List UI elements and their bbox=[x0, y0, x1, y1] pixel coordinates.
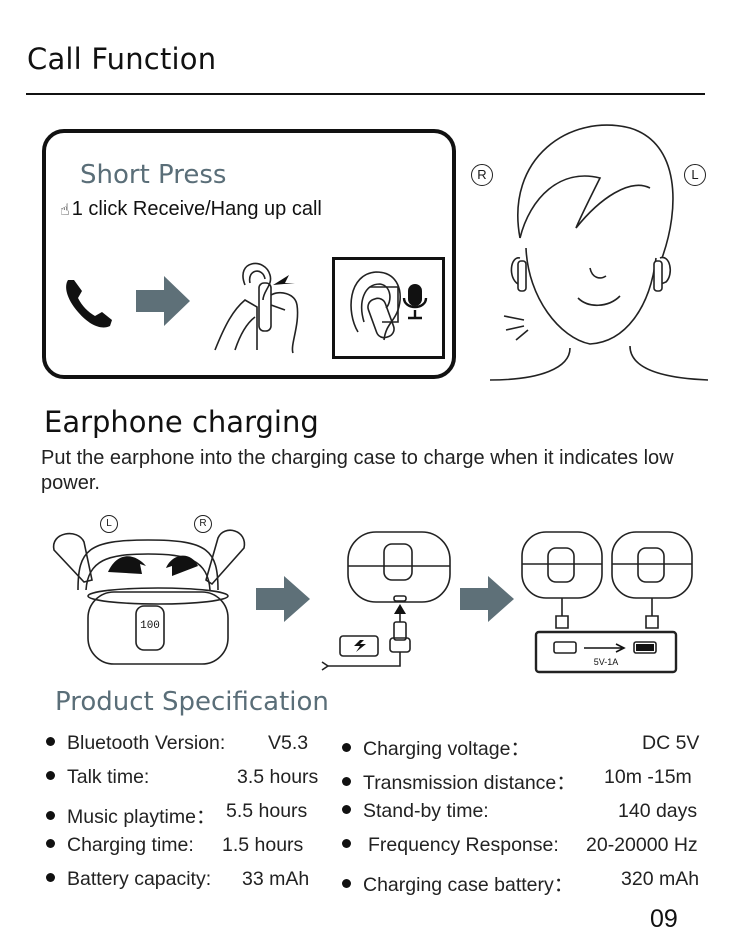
short-press-action: 1 click Receive/Hang up call bbox=[71, 198, 322, 220]
short-press-panel bbox=[42, 129, 456, 379]
spec-value: 1.5 hours bbox=[222, 834, 304, 856]
page-title: Call Function bbox=[27, 42, 217, 76]
short-press-description: ☝1 click Receive/Hang up call bbox=[60, 198, 322, 221]
charger-spec-label: 5V-1A bbox=[594, 657, 619, 667]
case-display-text: 100 bbox=[140, 620, 160, 632]
spec-item: Charging time: 1.5 hours bbox=[46, 834, 326, 857]
spec-value: 33 mAh bbox=[242, 868, 310, 890]
specification-title: Product Specification bbox=[55, 687, 329, 717]
spec-label: Bluetooth Version: bbox=[67, 732, 226, 754]
spec-label: Charging voltage： bbox=[363, 738, 530, 760]
spec-label: Charging case battery： bbox=[363, 874, 574, 896]
right-earbud-marker: R bbox=[194, 515, 212, 533]
spec-value: 140 days bbox=[618, 800, 698, 822]
spec-value: 10m -15m bbox=[604, 766, 692, 788]
spec-value: 20-20000 Hz bbox=[586, 834, 698, 856]
right-ear-marker: R bbox=[471, 164, 493, 186]
spec-value: 320 mAh bbox=[621, 868, 700, 890]
hand-tap-icon: ☝ bbox=[60, 202, 70, 219]
spec-value: 5.5 hours bbox=[226, 800, 308, 822]
hand-press-earbud-illustration bbox=[214, 262, 299, 354]
spec-item: Battery capacity: 33 mAh bbox=[46, 868, 326, 891]
spec-item: Talk time: 3.5 hours bbox=[46, 766, 326, 789]
spec-label: Music playtime： bbox=[67, 806, 216, 828]
spec-item: Charging voltage： DC 5V bbox=[342, 732, 704, 761]
spec-item: Bluetooth Version: V5.3 bbox=[46, 732, 326, 755]
spec-item: Music playtime： 5.5 hours bbox=[46, 800, 326, 829]
cases-charging-status-illustration: 5V-1A bbox=[521, 531, 693, 674]
spec-value: DC 5V bbox=[642, 732, 700, 754]
case-charging-cable-illustration bbox=[321, 531, 451, 671]
left-ear-marker: L bbox=[684, 164, 706, 186]
open-charging-case-illustration: 100 bbox=[53, 529, 246, 665]
header-divider bbox=[26, 93, 705, 95]
spec-label: Talk time: bbox=[67, 766, 150, 788]
arrow-right-icon bbox=[256, 576, 310, 622]
spec-item: Frequency Response: 20-20000 Hz bbox=[342, 834, 704, 857]
spec-label: Charging time: bbox=[67, 834, 194, 856]
face-wearing-earbuds-illustration bbox=[489, 124, 709, 381]
spec-label: Stand-by time: bbox=[363, 800, 489, 822]
spec-item: Charging case battery： 320 mAh bbox=[342, 868, 704, 897]
spec-item: Stand-by time: 140 days bbox=[342, 800, 704, 823]
spec-label: Transmission distance： bbox=[363, 772, 576, 794]
left-earbud-marker: L bbox=[100, 515, 118, 533]
spec-value: V5.3 bbox=[268, 732, 309, 754]
charging-section-title: Earphone charging bbox=[44, 405, 319, 439]
phone-icon bbox=[66, 280, 112, 328]
earbud-mic-inset bbox=[332, 257, 445, 359]
spec-label: Frequency Response: bbox=[368, 834, 559, 856]
spec-value: 3.5 hours bbox=[237, 766, 319, 788]
arrow-right-icon bbox=[460, 576, 514, 622]
charging-description: Put the earphone into the charging case … bbox=[41, 447, 674, 494]
arrow-right-icon bbox=[136, 276, 190, 326]
spec-label: Battery capacity: bbox=[67, 868, 212, 890]
page-number: 09 bbox=[650, 905, 678, 933]
ear-mic-illustration bbox=[350, 271, 428, 341]
short-press-title: Short Press bbox=[80, 160, 227, 190]
spec-item: Transmission distance： 10m -15m bbox=[342, 766, 704, 795]
